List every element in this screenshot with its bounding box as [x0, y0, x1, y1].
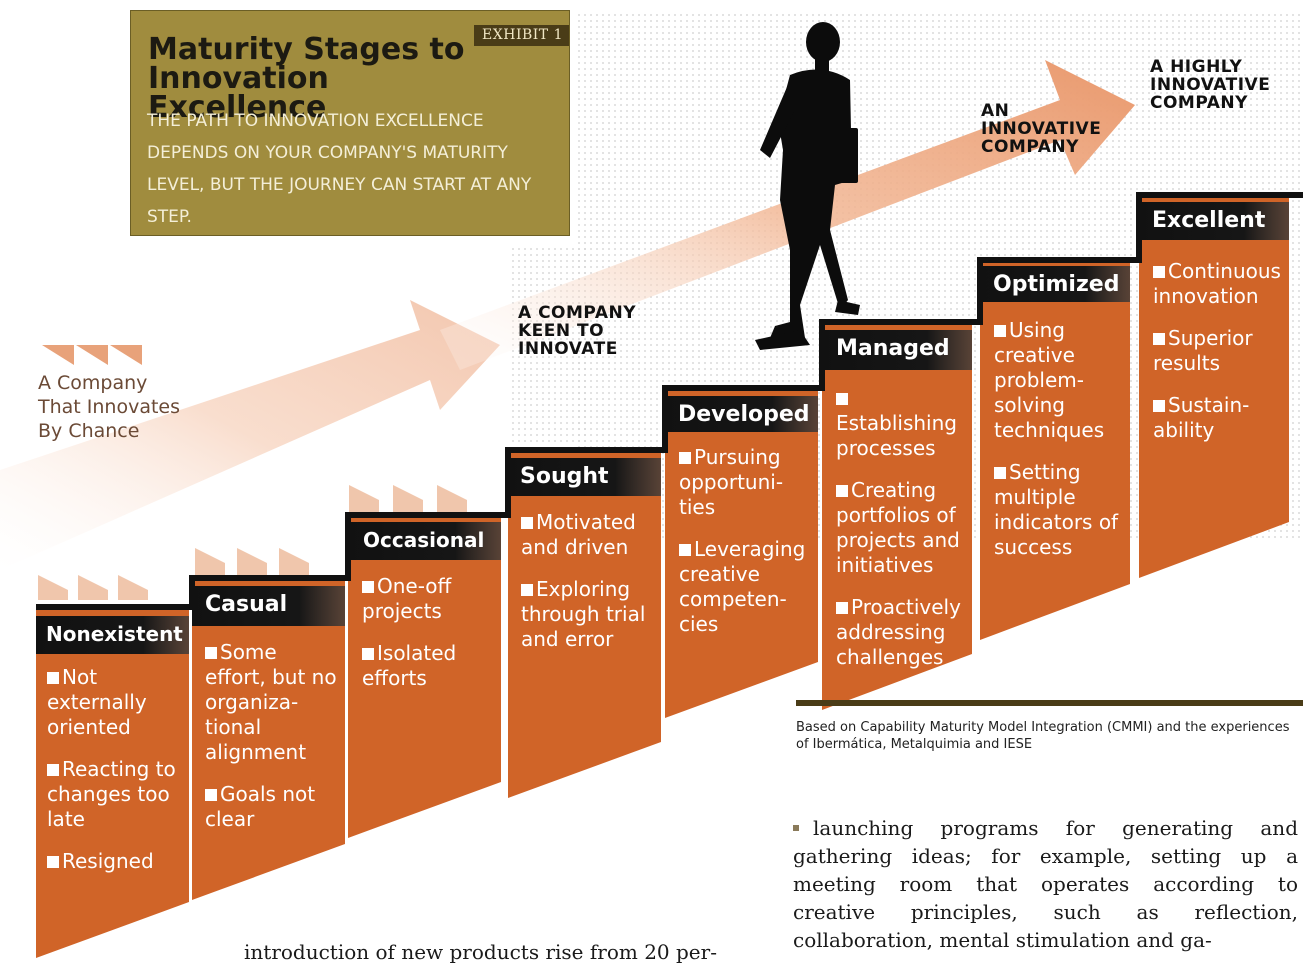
stage-header-optimized [980, 266, 1130, 302]
stage-bullet: Leveraging creative competen-cies [679, 537, 809, 637]
stage-bullet: Sustain-ability [1153, 393, 1283, 443]
stage-bullet: Not externally oriented [47, 665, 177, 740]
stage-bullet: Isolated efforts [362, 641, 492, 691]
caption-rule [796, 700, 1303, 706]
stage-bullets-optimized: Using creative problem-solving technique… [994, 318, 1124, 577]
sawtooth-decor [38, 485, 467, 600]
stage-bullet: Reacting to changes too late [47, 757, 176, 831]
stage-bullet: Motivated and driven [521, 510, 651, 560]
businessman-silhouette-icon [755, 22, 860, 350]
stage-bullet: Some effort, but no organiza-tional alig… [205, 640, 340, 765]
stage-header-nonexistent [36, 616, 189, 654]
stage-bullet: Exploring through trial and error [521, 577, 651, 652]
label-innovative: AN INNOVATIVE COMPANY [981, 101, 1102, 157]
bullet-marker-icon [793, 824, 799, 831]
stage-bullet: Using creative problem-solving technique… [994, 318, 1124, 443]
stage-bullet: Proactively addressing challenges [836, 595, 966, 670]
stage-bullet: Establishing processes [836, 386, 966, 461]
stage-name-sought: Sought [520, 464, 609, 489]
stage-name-excellent: Excellent [1152, 208, 1266, 233]
stage-bullet: Creating portfolios of projects and init… [836, 478, 966, 578]
stage-name-casual: Casual [205, 592, 288, 617]
progress-arrow-lower [0, 300, 500, 570]
stage-bullet: Superior results [1153, 326, 1283, 376]
stage-bullet: Goals not clear [205, 782, 340, 832]
article-bullet-text: launching programs for generating and ga… [793, 816, 1298, 952]
stage-bullet: Setting multiple indicators of success [994, 460, 1124, 560]
stage-bullets-casual: Some effort, but no organiza-tional alig… [205, 640, 340, 849]
stage-name-occasional: Occasional [363, 528, 485, 552]
label-highly: A HIGHLY INNOVATIVE COMPANY [1150, 57, 1271, 113]
stage-name-optimized: Optimized [993, 272, 1120, 297]
exhibit-title: Maturity Stages to Innovation Excellence [148, 32, 465, 125]
exhibit-title-box: EXHIBIT 1 Maturity Stages to Innovation … [130, 10, 570, 236]
stage-header-sought [508, 458, 661, 496]
stage-header-occasional [348, 522, 501, 560]
stage-bullet: Continuous innovation [1153, 259, 1283, 309]
source-caption: Based on Capability Maturity Model Integ… [796, 720, 1290, 752]
stage-header-excellent [1139, 202, 1289, 240]
stage-header-developed [665, 396, 818, 432]
exhibit-subtitle: THE PATH TO INNOVATION EXCELLENCE DEPEND… [147, 111, 532, 227]
exhibit-tag: EXHIBIT 1 [474, 25, 569, 46]
stage-name-nonexistent: Nonexistent [46, 622, 183, 646]
stage-bullet: Resigned [47, 849, 177, 874]
stage-bullet: Pursuing opportuni-ties [679, 445, 809, 520]
stage-name-managed: Managed [836, 336, 950, 361]
label-by-chance: A Company That Innovates By Chance [38, 372, 181, 442]
label-keen: A COMPANY KEEN TO INNOVATE [518, 303, 637, 359]
chance-chevrons-icon [42, 345, 142, 365]
article-bullet-right: launching programs for generating and ga… [793, 814, 1298, 954]
stage-bullet: One-off projects [362, 574, 492, 624]
stage-header-casual [192, 586, 345, 626]
stage-header-managed [822, 330, 972, 370]
stage-name-developed: Developed [678, 402, 810, 427]
article-text-left: introduction of new products rise from 2… [244, 940, 717, 964]
staircase-line [36, 192, 1303, 610]
